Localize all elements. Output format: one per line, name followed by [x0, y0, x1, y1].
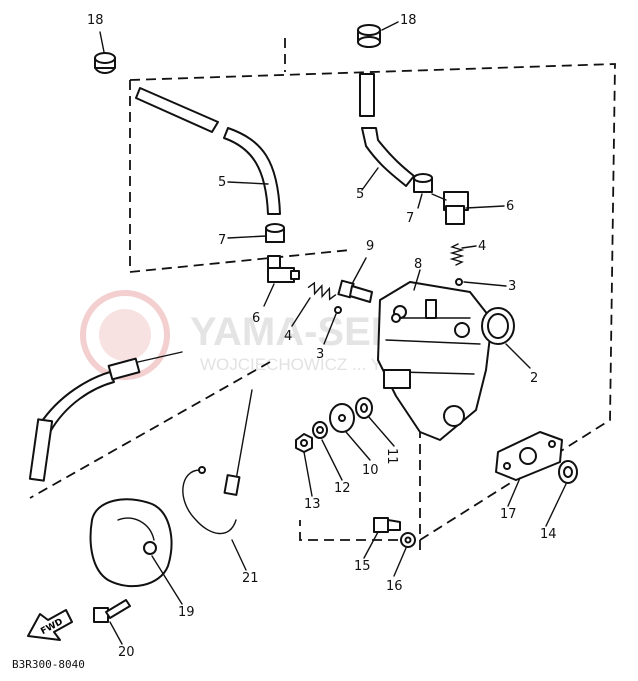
label-8: 8 — [414, 257, 422, 272]
part-13-nut — [295, 433, 313, 453]
pump-cable — [28, 351, 183, 482]
label-21: 21 — [242, 571, 259, 586]
part-21-cable — [182, 389, 253, 535]
part-4-spring-right — [449, 243, 465, 266]
part-15-bolt — [373, 517, 401, 533]
label-7-right: 7 — [406, 211, 414, 226]
label-4-right: 4 — [478, 239, 486, 254]
label-11: 11 — [384, 448, 399, 465]
part-14-washer — [558, 460, 578, 484]
label-3-right: 3 — [508, 279, 516, 294]
part-5-hose-right — [359, 73, 415, 187]
part-7-clamp-right — [413, 173, 433, 193]
part-6-elbow-right — [431, 191, 469, 225]
label-14: 14 — [540, 527, 557, 542]
label-6-left: 6 — [252, 311, 260, 326]
label-2: 2 — [530, 371, 538, 386]
part-4-spring-left — [307, 281, 337, 301]
label-5-right: 5 — [356, 187, 364, 202]
label-18-left: 18 — [87, 13, 104, 28]
part-20-bolt — [93, 599, 131, 623]
label-5-left: 5 — [218, 175, 226, 190]
label-18-right: 18 — [400, 13, 417, 28]
label-9: 9 — [366, 239, 374, 254]
label-7-left: 7 — [218, 233, 226, 248]
label-3-left: 3 — [316, 347, 324, 362]
label-20: 20 — [118, 645, 135, 660]
catalog-code: B3R300-8040 — [12, 658, 85, 671]
fwd-arrow-icon: FWD — [27, 609, 73, 641]
label-19: 19 — [178, 605, 195, 620]
part-16-washer — [400, 532, 416, 548]
part-7-clamp-left — [265, 223, 285, 243]
part-18-cap-right — [357, 21, 399, 48]
part-12-washer — [312, 421, 328, 439]
part-5-hose-left — [135, 87, 281, 215]
part-19-pump-cover — [89, 498, 173, 588]
label-12: 12 — [334, 481, 351, 496]
part-11-washer — [355, 397, 373, 419]
label-10: 10 — [362, 463, 379, 478]
part-3-ball-right — [455, 278, 463, 286]
part-10-plate — [329, 403, 355, 433]
leader-lines — [109, 167, 567, 645]
part-6-elbow-left — [267, 255, 300, 283]
part-labels: 18 18 5 5 7 7 6 6 4 4 3 3 9 8 2 10 11 12… — [87, 13, 557, 660]
part-3-ball-left — [334, 306, 342, 314]
part-17-gasket — [495, 431, 563, 481]
oil-pump-body — [377, 281, 493, 441]
label-15: 15 — [354, 559, 371, 574]
part-9-bolt — [337, 279, 373, 303]
label-4-left: 4 — [284, 329, 292, 344]
label-6-right: 6 — [506, 199, 514, 214]
part-18-cap-left — [94, 31, 116, 74]
part-2-oil-seal — [481, 307, 515, 345]
label-13: 13 — [304, 497, 321, 512]
label-16: 16 — [386, 579, 403, 594]
label-17: 17 — [500, 507, 517, 522]
